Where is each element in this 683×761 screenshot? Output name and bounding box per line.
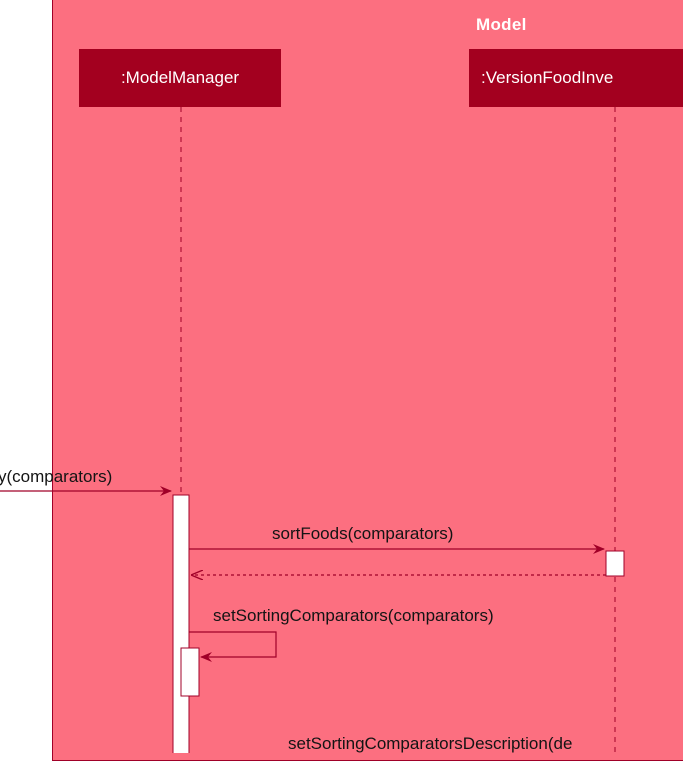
model-package-title: Model [476,15,527,34]
self-call-loop [189,631,277,662]
participant-model-manager: :ModelManager [79,49,281,107]
activation-version-food-inventory [605,550,625,577]
model-package-box [52,0,683,761]
activation-self-call [180,647,200,697]
incoming-message-label: y(comparators) [0,467,113,486]
activation-model-manager [172,494,190,753]
set-sorting-comparators-label: setSortingComparators(comparators) [213,606,494,625]
participant-version-food-inventory: :VersionFoodInve [469,49,683,107]
set-sorting-description-label: setSortingComparatorsDescription(de [288,734,573,753]
sort-foods-label: sortFoods(comparators) [272,524,454,543]
